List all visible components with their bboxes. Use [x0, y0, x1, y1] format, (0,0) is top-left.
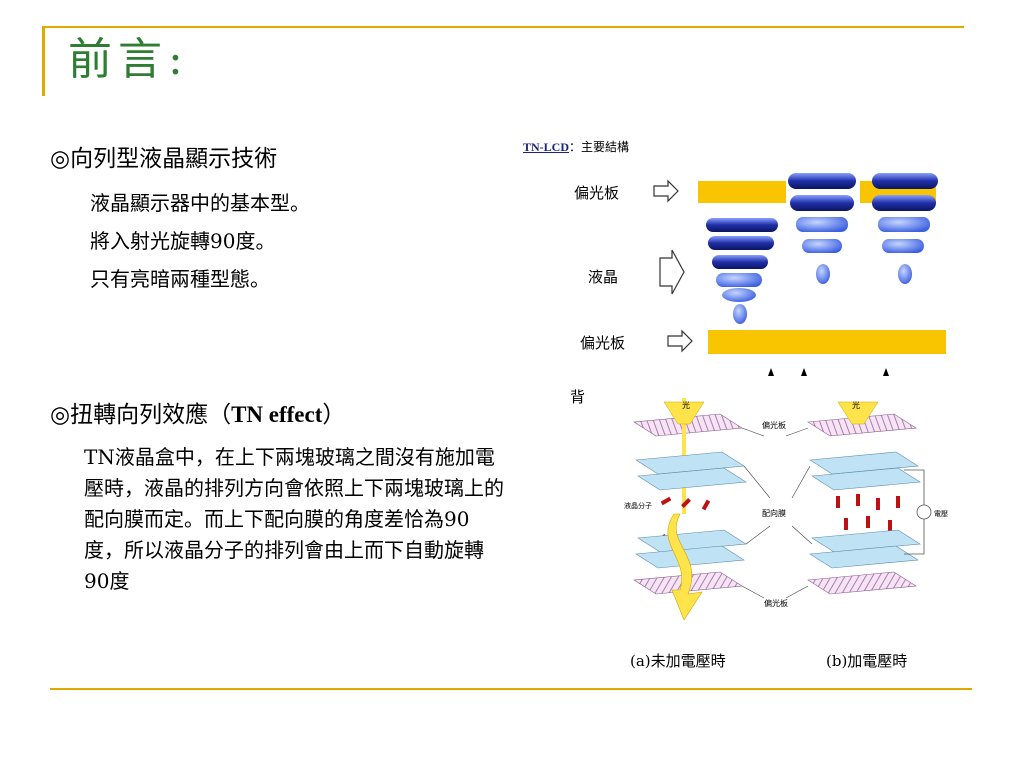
figure1-caption-link[interactable]: TN-LCD [523, 140, 570, 154]
figure1-caption: TN-LCD：主要結構 [523, 138, 629, 155]
figure1-label-back: 背 [570, 388, 586, 406]
figure1-arrow-top [653, 179, 679, 203]
figure1-diagram [653, 173, 946, 376]
figure1-label-bottom-polarizer: 偏光板 [580, 334, 626, 352]
bullet-heading-1: ◎向列型液晶顯示技術 [50, 146, 278, 172]
bullet2-heading-bold: TN effect [231, 402, 323, 427]
top-rule [42, 26, 964, 28]
figure2-stack-b [807, 401, 932, 595]
figure1-bottom-polarizer [708, 330, 946, 354]
page-title: 前言: [68, 34, 189, 85]
figure1-light-arrows [768, 368, 889, 376]
figure2-label-light-b: 光 [852, 400, 860, 410]
figure1-crystal-column-1 [706, 218, 778, 324]
figure2-caption-b: (b)加電壓時 [826, 652, 908, 670]
figure2-label-bottom-polarizer: 偏光板 [764, 598, 788, 608]
figure2-label-top-polarizer: 偏光板 [762, 420, 786, 430]
figure2-label-molecule: 液晶分子 [624, 501, 652, 510]
figure1-label-crystal: 液晶 [588, 268, 619, 286]
bullet2-heading-suffix: ） [322, 402, 346, 428]
figure1-label-top-polarizer: 偏光板 [574, 184, 620, 202]
figure2-label-alignment: 配向膜 [762, 508, 786, 518]
figure1-arrow-bottom [667, 329, 693, 353]
bullet2-paragraph: TN液晶盒中，在上下兩塊玻璃之間沒有施加電壓時，液晶的排列方向會依照上下兩塊玻璃… [84, 445, 504, 593]
figure2-label-voltage: 電壓 [934, 510, 948, 518]
figure1-crystal-column-3 [872, 173, 938, 284]
bullet-heading-2: ◎扭轉向列效應（TN effect） [50, 400, 345, 430]
figure1-caption-rest: ：主要結構 [569, 140, 630, 154]
figure1-arrow-mid [659, 249, 685, 295]
bullet1-item-1: 液晶顯示器中的基本型。 [90, 191, 310, 215]
title-accent-bar [42, 26, 45, 96]
figure2-caption-a: (a)未加電壓時 [630, 652, 726, 670]
bullet2-heading-prefix: ◎扭轉向列效應（ [50, 402, 232, 428]
bottom-rule [50, 688, 972, 690]
figure2-label-light-a: 光 [682, 400, 690, 410]
figure1-crystal-column-2 [788, 173, 856, 284]
figure2-connector-lines [741, 427, 813, 599]
figure2-stack-a [633, 398, 747, 621]
figure2-diagram: 光 光 偏光板 液晶分子 配向膜 電壓 偏光板 [624, 398, 948, 621]
bullet1-item-3: 只有亮暗兩種型態。 [90, 267, 270, 291]
bullet1-item-2: 將入射光旋轉90度。 [90, 229, 276, 253]
figure1-top-polarizer-left [698, 181, 786, 203]
